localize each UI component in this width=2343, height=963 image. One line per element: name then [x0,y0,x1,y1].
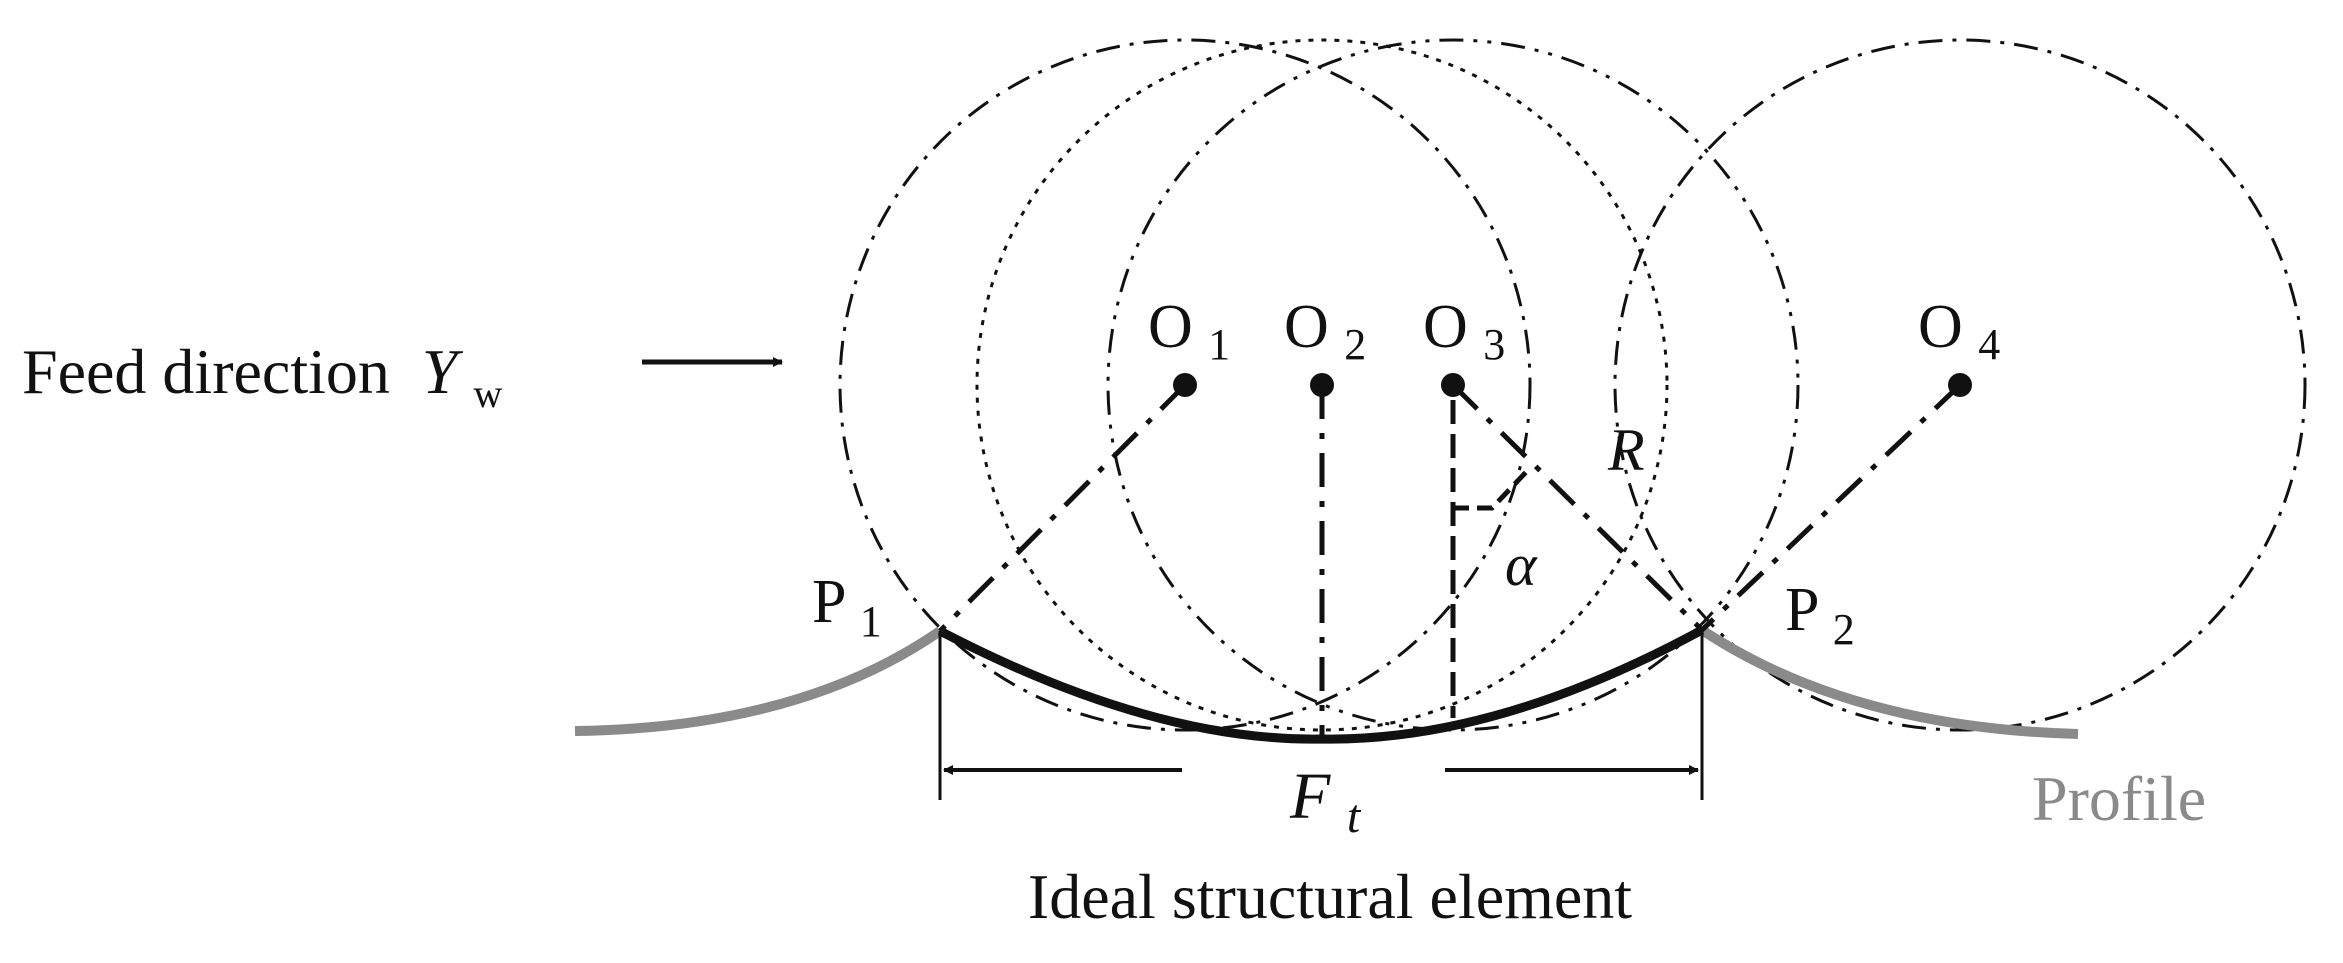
o1-subscript: 1 [1208,320,1230,369]
cutter-circle-4 [1613,38,2307,732]
svg-text:O 1: O 1 [1148,293,1230,369]
p2-letter: P [1785,576,1817,644]
radius-label: R [1607,417,1645,483]
cutter-circle-3 [1106,38,1800,732]
svg-text:O 2: O 2 [1284,293,1366,369]
radius-line-o3-p2 [1451,383,1704,632]
svg-text:P 2: P 2 [1785,576,1855,654]
feed-symbol: Y [422,336,464,407]
svg-text:F t: F t [1289,760,1362,843]
o4-letter: O [1918,293,1963,361]
svg-text:O 4: O 4 [1918,293,2000,369]
radius-line-o1-p1 [938,383,1187,633]
svg-text:O 3: O 3 [1423,293,1505,369]
cutter-circle-1 [838,38,1532,732]
angle-label: α [1505,532,1538,598]
profile-label: Profile [2032,763,2206,834]
cutter-circle-2 [975,38,1669,732]
o2-letter: O [1284,293,1329,361]
o3-letter: O [1423,293,1468,361]
o1-letter: O [1148,293,1193,361]
svg-text:Feed direction Y w: Feed direction Y w [22,336,502,416]
o4-subscript: 4 [1978,320,2000,369]
o2-subscript: 2 [1344,320,1366,369]
feed-direction-label: Feed direction [22,336,390,407]
feed-per-tooth-subscript: t [1347,790,1362,843]
p2-subscript: 2 [1833,605,1855,654]
profile-curve-right [1699,625,2079,739]
p1-letter: P [812,568,844,636]
ideal-structural-element-label: Ideal structural element [1028,861,1632,932]
profile-curve-left [574,626,943,736]
svg-text:P 1: P 1 [812,568,882,646]
p1-subscript: 1 [860,597,882,646]
feed-per-tooth-label: F [1289,760,1331,833]
feed-symbol-subscript: w [473,371,502,416]
radius-line-o4-p2 [1700,383,1962,632]
o3-subscript: 3 [1483,320,1505,369]
angle-marker [1453,468,1530,511]
